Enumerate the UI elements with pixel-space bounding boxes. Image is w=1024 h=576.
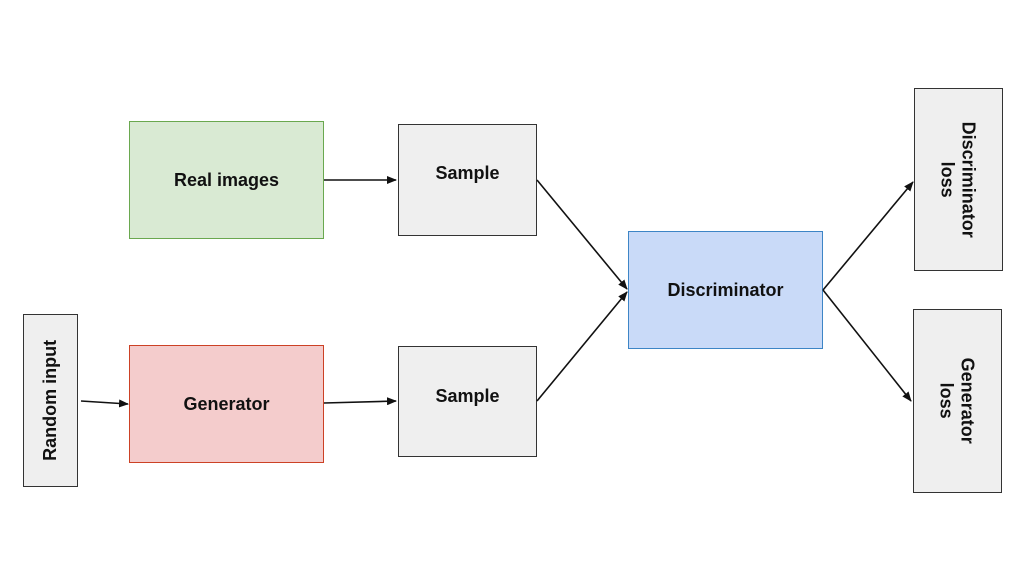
sample-bottom-box: Sample <box>398 346 537 457</box>
arrow-discriminator-to-generator-loss <box>822 289 912 402</box>
discriminator-box: Discriminator <box>628 231 823 349</box>
generator-label: Generator <box>183 393 270 414</box>
generator-loss-label: Generator loss <box>937 357 979 445</box>
discriminator-loss-box: Discriminator loss <box>914 88 1003 271</box>
arrow-discriminator-to-discriminator-loss <box>822 181 914 291</box>
arrow-random-input-to-generator <box>80 399 129 408</box>
random-input-box: Random input <box>23 314 78 487</box>
sample-top-box: Sample <box>398 124 537 236</box>
generator-loss-box: Generator loss <box>913 309 1002 493</box>
real-images-box: Real images <box>129 121 324 239</box>
sample-bottom-label: Sample <box>435 386 500 407</box>
arrow-sample-bottom-to-discriminator <box>536 291 628 402</box>
sample-top-label: Sample <box>435 162 500 183</box>
real-images-label: Real images <box>173 169 280 190</box>
arrow-sample-top-to-discriminator <box>536 179 628 290</box>
generator-box: Generator <box>129 345 324 463</box>
arrow-generator-to-sample <box>323 397 397 406</box>
discriminator-loss-label: Discriminator loss <box>938 121 980 238</box>
discriminator-label: Discriminator <box>667 279 784 300</box>
random-input-label: Random input <box>40 340 61 461</box>
